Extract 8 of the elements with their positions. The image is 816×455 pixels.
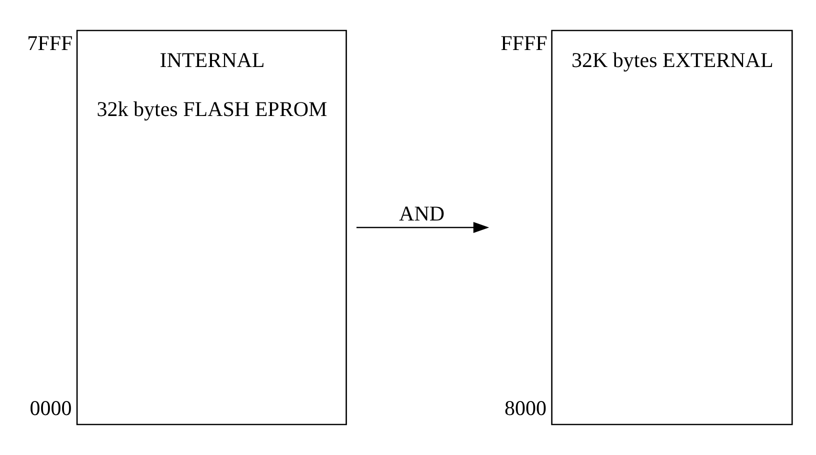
node-label: 8000: [504, 396, 547, 420]
node-label: 0000: [30, 396, 72, 420]
node-box: 32K bytes EXTERNAL: [551, 30, 793, 426]
arrow: [356, 222, 490, 234]
edge-label: AND: [399, 202, 445, 226]
node-box: INTERNAL 32k bytes FLASH EPROM: [76, 30, 347, 426]
node-label: FFFF: [500, 30, 548, 55]
node-label: 7FFF: [27, 30, 73, 55]
